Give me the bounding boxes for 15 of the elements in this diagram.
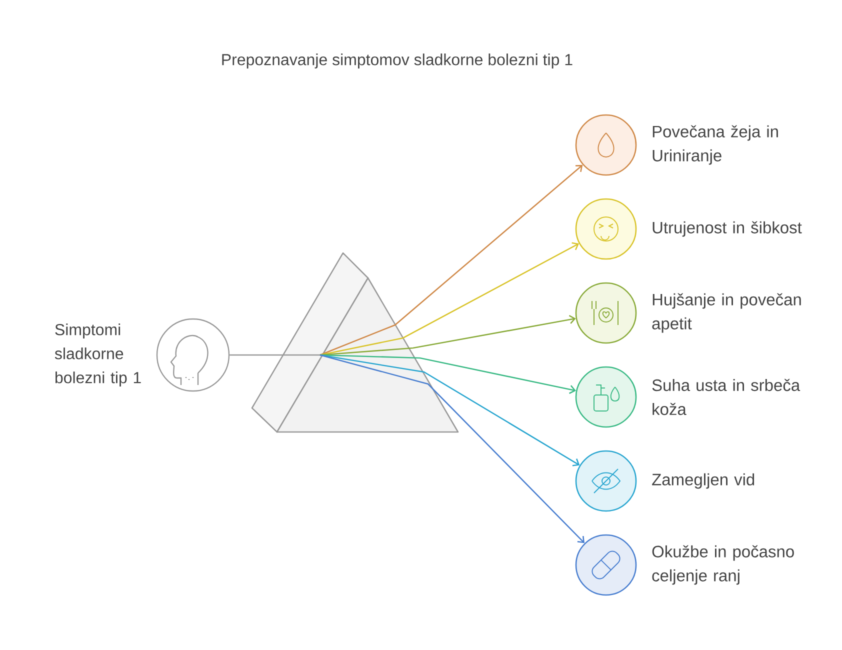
symptom-label: Utrujenost in šibkost: [652, 221, 802, 237]
arrow: [320, 315, 576, 356]
node-label: Simptomi sladkorne bolezni tip 1: [54, 324, 141, 386]
arrow: [320, 354, 585, 544]
title: Prepoznavanje simptomov sladkorne bolezni tip 1: [222, 54, 572, 68]
arrow: [320, 354, 580, 466]
symptom-label: Hujšanje in povečan apetit: [652, 293, 801, 333]
symptom-label: Povečana žeja in Uriniranje: [652, 125, 778, 165]
symptom-label: Zamegljen vid: [652, 473, 754, 489]
arrow: [320, 164, 583, 356]
prism-drawing: [251, 252, 459, 433]
symptom-label: Okužbe in počasno celjenje ranj: [652, 545, 794, 585]
arrow: [320, 354, 576, 394]
arrow: [320, 242, 579, 356]
symptom-label: Suha usta in srbeča koža: [652, 378, 800, 416]
